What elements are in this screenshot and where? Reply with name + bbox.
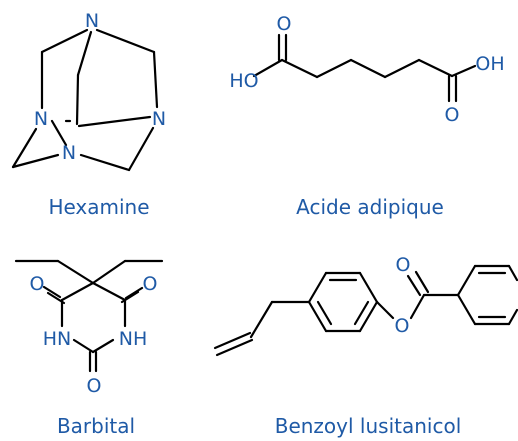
benzoyl-lusitanicol-bonds [213, 264, 518, 357]
hexamine-atom-n-top: N [85, 10, 99, 32]
hexamine-structure: N N N N Hexamine [11, 10, 166, 219]
adipic-acid-atom-ho: HO [229, 70, 258, 92]
benzoyl-lusitanicol-structure: O O Benzoyl lusitanicol [213, 254, 518, 438]
barbital-structure: O O HN NH O Barbital [14, 259, 164, 438]
barbital-atom-o-right: O [143, 273, 158, 295]
barbital-atom-o-left: O [30, 273, 45, 295]
adipic-acid-atom-o-bottom: O [445, 104, 460, 126]
hexamine-atom-n-right: N [152, 108, 166, 130]
adipic-acid-structure: HO O O OH Acide adipique [229, 13, 504, 219]
adipic-acid-atom-o-top: O [277, 13, 292, 35]
adipic-acid-caption: Acide adipique [296, 195, 444, 219]
adipic-acid-bonds [252, 33, 477, 103]
barbital-atom-nh-left: HN [43, 328, 72, 350]
benzoyl-lusitanicol-caption: Benzoyl lusitanicol [275, 414, 462, 438]
adipic-acid-atom-oh: OH [475, 53, 504, 75]
barbital-bonds [14, 259, 164, 373]
hexamine-atom-n-left: N [34, 108, 48, 130]
benzoyl-lusitanicol-atom-o-ester: O [395, 315, 410, 337]
hexamine-atom-n-bottom: N [62, 142, 76, 164]
barbital-atom-nh-right: NH [119, 328, 148, 350]
hexamine-bonds [11, 28, 159, 172]
barbital-caption: Barbital [57, 414, 135, 438]
benzoyl-lusitanicol-atom-o-carbonyl: O [396, 254, 411, 276]
hexamine-caption: Hexamine [48, 195, 149, 219]
barbital-atom-o-bottom: O [87, 375, 102, 397]
